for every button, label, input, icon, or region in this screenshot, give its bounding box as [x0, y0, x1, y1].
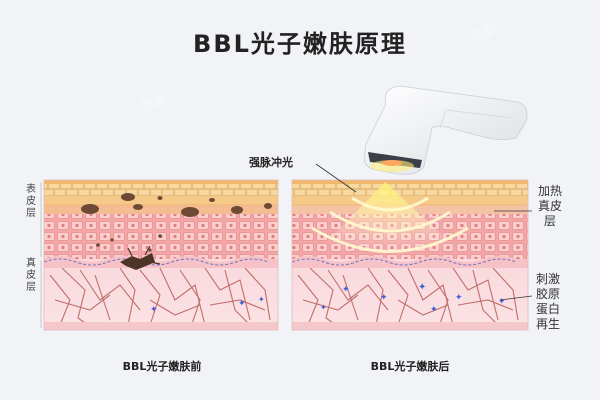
- collagen-label: 刺激胶原蛋白再生: [535, 272, 560, 331]
- before-panel-border: [43, 179, 279, 331]
- svg-text:✦: ✦: [418, 282, 426, 293]
- before-panel: ✦ ✦ ✦: [44, 180, 278, 330]
- after-panel-border: [291, 179, 529, 331]
- svg-text:✦: ✦: [150, 305, 158, 315]
- epidermis-label: 表皮层: [26, 184, 36, 219]
- svg-text:✦: ✦: [430, 305, 438, 315]
- dermis-label: 真皮层: [26, 258, 36, 293]
- svg-text:✦: ✦: [342, 285, 350, 295]
- collagen-marks: ✦ ✦ ✦: [150, 295, 265, 315]
- pulse-pointer: [315, 163, 357, 193]
- after-caption: BBL光子嫩肤后: [370, 360, 450, 373]
- svg-text:✦: ✦: [380, 293, 388, 303]
- collagen-pointer: [499, 295, 533, 301]
- diagram-title: BBL光子嫩肤原理: [193, 30, 407, 58]
- collagen-marks: ✦ ✦ ✦ ✦ ✦ ✦ ✦: [320, 282, 506, 315]
- heated-dermis-label: 加热真皮层: [537, 184, 562, 228]
- bbl-device: [363, 85, 528, 175]
- after-panel: ✦ ✦ ✦ ✦ ✦ ✦ ✦: [292, 180, 528, 330]
- svg-text:✦: ✦: [498, 297, 506, 307]
- svg-text:✦: ✦: [455, 293, 463, 303]
- before-caption: BBL光子嫩肤前: [122, 360, 202, 373]
- pulse-light-label: 强脉冲光: [249, 156, 293, 169]
- svg-text:✦: ✦: [238, 299, 246, 309]
- svg-text:✦: ✦: [320, 303, 327, 312]
- svg-text:✦: ✦: [258, 295, 265, 304]
